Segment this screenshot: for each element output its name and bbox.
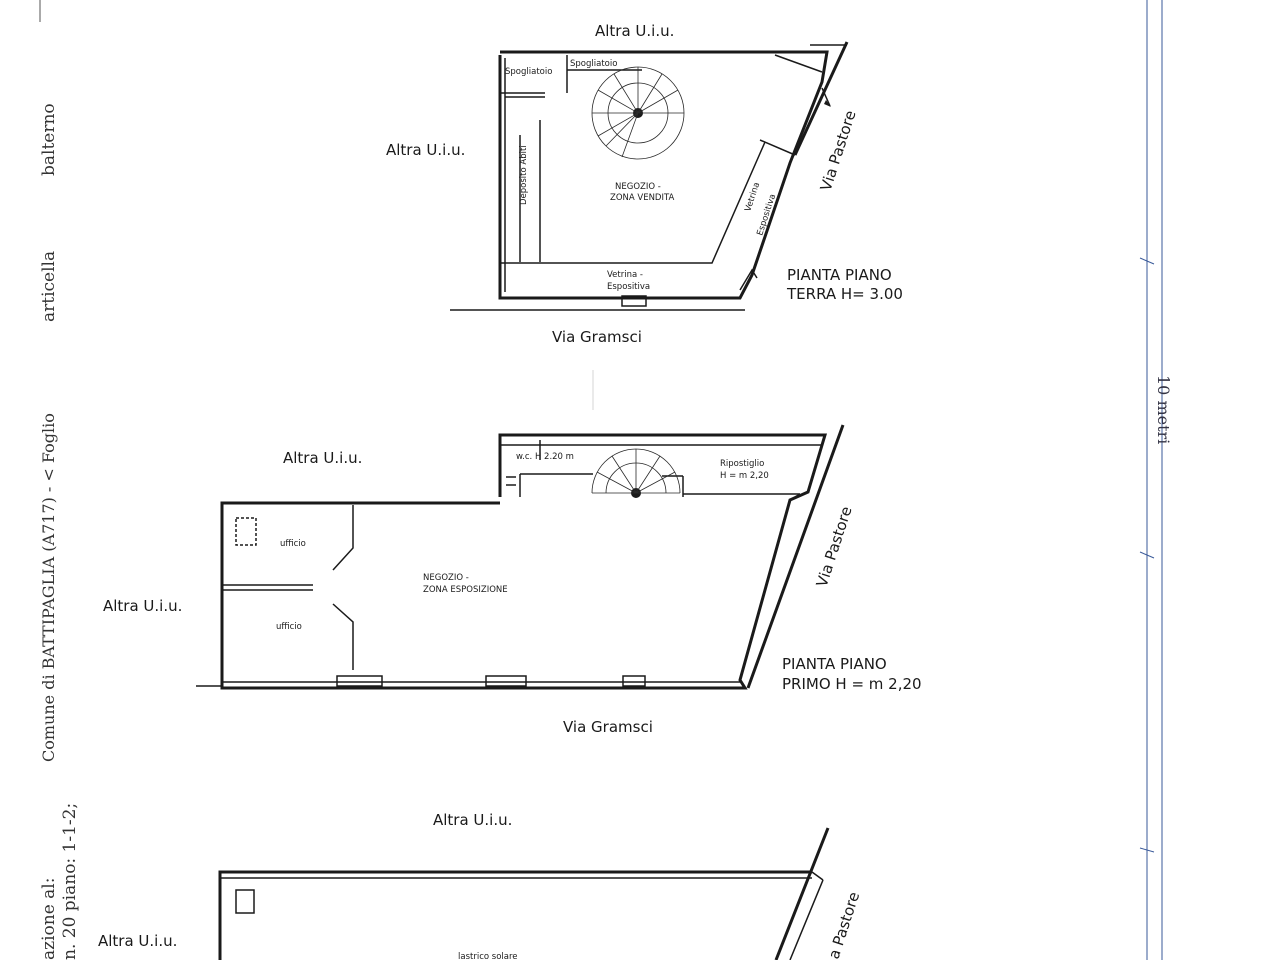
ground-deposito-label: Deposito Abiti [519, 145, 529, 205]
margin-text-comune: Comune di BATTIPAGLIA (A717) - < Foglio [39, 413, 58, 762]
first-street-south: Via Gramsci [563, 718, 653, 736]
first-ripostiglio-2: H = m 2,20 [720, 471, 769, 481]
left-margin: balterno articella Comune di BATTIPAGLIA… [39, 0, 80, 960]
ground-spogliatoio-1: Spogliatoio [505, 67, 552, 77]
first-street-east: Via Pastore [813, 504, 856, 589]
ground-street-east: Via Pastore [817, 108, 860, 193]
ground-zone-line2: ZONA VENDITA [610, 193, 675, 203]
first-title-line1: PIANTA PIANO [782, 655, 887, 673]
roof-north-label: Altra U.i.u. [433, 811, 512, 829]
ground-west-label: Altra U.i.u. [386, 141, 465, 159]
first-ufficio-2: ufficio [276, 622, 302, 632]
first-north-label: Altra U.i.u. [283, 449, 362, 467]
ground-north-label: Altra U.i.u. [595, 22, 674, 40]
margin-text-situazione: azione al: [39, 878, 59, 960]
margin-text-balterno: balterno [39, 103, 59, 176]
roof-west-label: Altra U.i.u. [98, 932, 177, 950]
first-ripostiglio-1: Ripostiglio [720, 459, 764, 469]
first-ufficio-1: ufficio [280, 539, 306, 549]
ground-title-line2: TERRA H= 3.00 [786, 285, 903, 303]
first-west-label: Altra U.i.u. [103, 597, 182, 615]
ground-title-line1: PIANTA PIANO [787, 266, 892, 284]
ground-street-south: Via Gramsci [552, 328, 642, 346]
ground-vetrina-south-1: Vetrina - [607, 270, 643, 280]
spiral-staircase-ground [591, 66, 685, 160]
ground-vetrina-east-2: Espositiva [755, 193, 778, 237]
ground-zone-line1: NEGOZIO - [615, 182, 661, 192]
first-wc-label: w.c. H 2.20 m [516, 452, 574, 462]
first-zone-line1: NEGOZIO - [423, 573, 469, 583]
roof-plan: Altra U.i.u. Altra U.i.u. a Pastore last… [98, 811, 863, 960]
ground-vetrina-south-2: Espositiva [607, 282, 650, 292]
ground-floor-plan: Altra U.i.u. Altra U.i.u. Spogliatoio Sp… [386, 22, 903, 346]
first-zone-line2: ZONA ESPOSIZIONE [423, 585, 508, 595]
margin-text-particella: articella [39, 251, 59, 322]
margin-text-subalterno: n. 20 piano: 1-1-2; [60, 803, 80, 960]
first-floor-plan: Altra U.i.u. Altra U.i.u. w.c. H 2.20 m … [103, 424, 922, 736]
first-title-line2: PRIMO H = m 2,20 [782, 675, 922, 693]
scale-label: 10 metri [1154, 375, 1173, 444]
roof-lastrico-label: lastrico solare [458, 952, 518, 960]
roof-street-east: a Pastore [825, 890, 864, 960]
ground-spogliatoio-2: Spogliatoio [570, 59, 617, 69]
scale-bar: 10 metri [1139, 0, 1173, 960]
spiral-staircase-first [591, 448, 681, 498]
